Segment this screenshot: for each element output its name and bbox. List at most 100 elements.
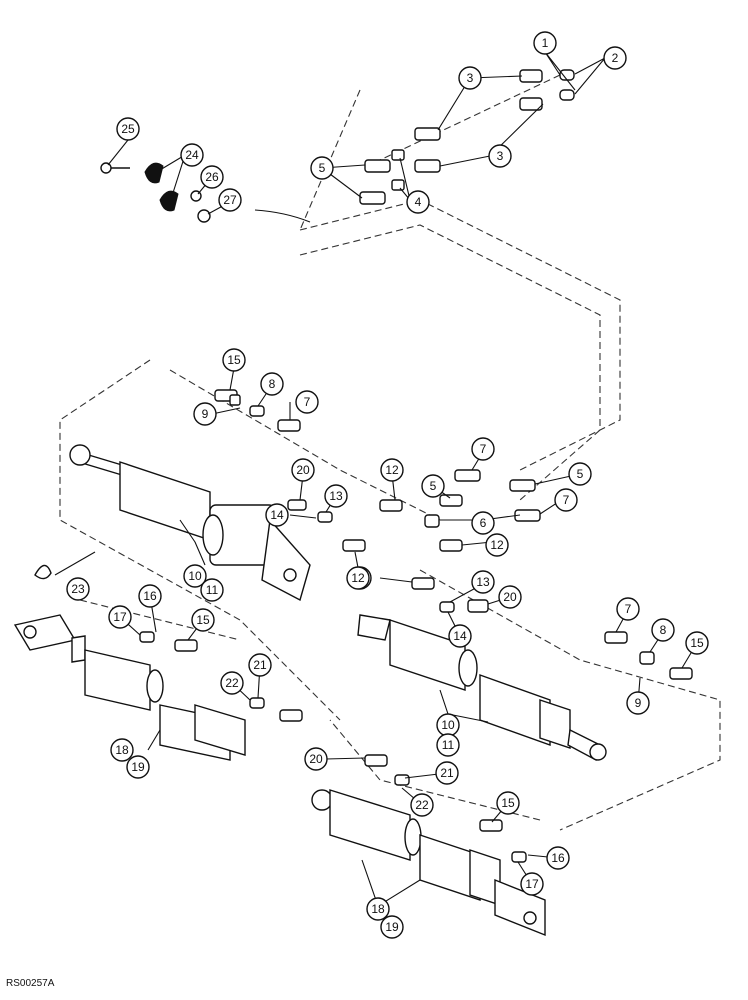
figure-reference-code: RS00257A [6,978,55,989]
callout-1: 1 [533,31,557,55]
callout-22: 22 [410,793,434,817]
callout-9: 9 [626,691,650,715]
callout-8: 8 [651,618,675,642]
callout-18: 18 [366,897,390,921]
svg-text:26: 26 [205,170,219,184]
svg-text:9: 9 [635,696,642,710]
callout-16: 16 [546,846,570,870]
svg-text:5: 5 [319,161,326,175]
middle-fittings [34,389,693,863]
svg-text:21: 21 [440,766,454,780]
callout-5: 5 [568,462,592,486]
svg-text:10: 10 [441,718,455,732]
callout-2: 2 [603,46,627,70]
svg-text:25: 25 [121,122,135,136]
cylinder-2 [13,614,246,761]
svg-text:18: 18 [115,743,129,757]
callout-14: 14 [448,624,472,648]
svg-text:24: 24 [185,148,199,162]
svg-text:3: 3 [497,149,504,163]
callout-4: 4 [406,190,430,214]
callout-20: 20 [291,458,315,482]
callout-16: 16 [138,584,162,608]
svg-text:7: 7 [625,602,632,616]
svg-text:7: 7 [563,493,570,507]
callout-7: 7 [554,488,578,512]
svg-text:22: 22 [415,798,429,812]
svg-text:5: 5 [577,467,584,481]
svg-text:15: 15 [501,796,515,810]
svg-text:20: 20 [296,463,310,477]
callout-3: 3 [458,66,482,90]
svg-text:16: 16 [143,589,157,603]
svg-text:19: 19 [131,760,145,774]
callout-15: 15 [222,348,246,372]
svg-text:20: 20 [503,590,517,604]
svg-text:13: 13 [329,489,343,503]
svg-text:18: 18 [371,902,385,916]
callout-23: 23 [66,577,90,601]
callout-7: 7 [616,597,640,621]
callout-14: 14 [265,503,289,527]
callout-12: 12 [380,458,404,482]
clamp-assembly [100,162,311,223]
callout-17: 17 [108,605,132,629]
svg-text:15: 15 [196,613,210,627]
callout-10: 10 [183,564,207,588]
svg-text:23: 23 [71,582,85,596]
callout-6: 6 [471,511,495,535]
svg-text:15: 15 [227,353,241,367]
svg-text:16: 16 [551,851,565,865]
callout-15: 15 [685,631,709,655]
callout-20: 20 [498,585,522,609]
svg-text:17: 17 [525,877,539,891]
callout-24: 24 [180,143,204,167]
svg-text:17: 17 [113,610,127,624]
svg-text:12: 12 [490,538,504,552]
callout-21: 21 [248,653,272,677]
callout-8: 8 [260,372,284,396]
callouts: 1 2 3 3 4 5 24 25 26 27 15 8 9 7 20 13 1… [66,31,709,939]
svg-text:13: 13 [476,575,490,589]
callout-21: 21 [435,761,459,785]
callout-11: 11 [436,733,460,757]
callout-26: 26 [200,165,224,189]
callout-27: 27 [218,188,242,212]
callout-5: 5 [310,156,334,180]
callout-18: 18 [110,738,134,762]
svg-text:11: 11 [206,583,219,597]
cylinder-3 [357,614,607,762]
hose-routing-lines [59,74,721,831]
svg-text:21: 21 [253,658,267,672]
svg-text:3: 3 [467,71,474,85]
callout-12: 12 [485,533,509,557]
svg-text:8: 8 [269,377,276,391]
svg-text:27: 27 [223,193,237,207]
cylinder-1 [69,444,311,602]
svg-text:8: 8 [660,623,667,637]
callout-25: 25 [116,117,140,141]
svg-text:7: 7 [480,442,487,456]
svg-text:15: 15 [690,636,704,650]
svg-text:11: 11 [442,738,455,752]
svg-text:14: 14 [453,629,467,643]
callout-13: 13 [324,484,348,508]
svg-text:20: 20 [309,752,323,766]
callout-9: 9 [193,402,217,426]
svg-text:7: 7 [304,395,311,409]
upper-fittings-group [359,69,575,205]
svg-text:1: 1 [542,36,549,50]
svg-text:6: 6 [480,516,487,530]
callout-7: 7 [471,437,495,461]
callout-13: 13 [471,570,495,594]
svg-text:9: 9 [202,407,209,421]
callout-5: 5 [421,474,445,498]
callout-22: 22 [220,671,244,695]
callout-10: 10 [436,713,460,737]
svg-text:4: 4 [415,195,422,209]
callout-11: 11 [200,578,224,602]
svg-text:2: 2 [612,51,619,65]
callout-20: 20 [304,747,328,771]
svg-text:22: 22 [225,676,239,690]
cylinder-4 [311,789,546,937]
